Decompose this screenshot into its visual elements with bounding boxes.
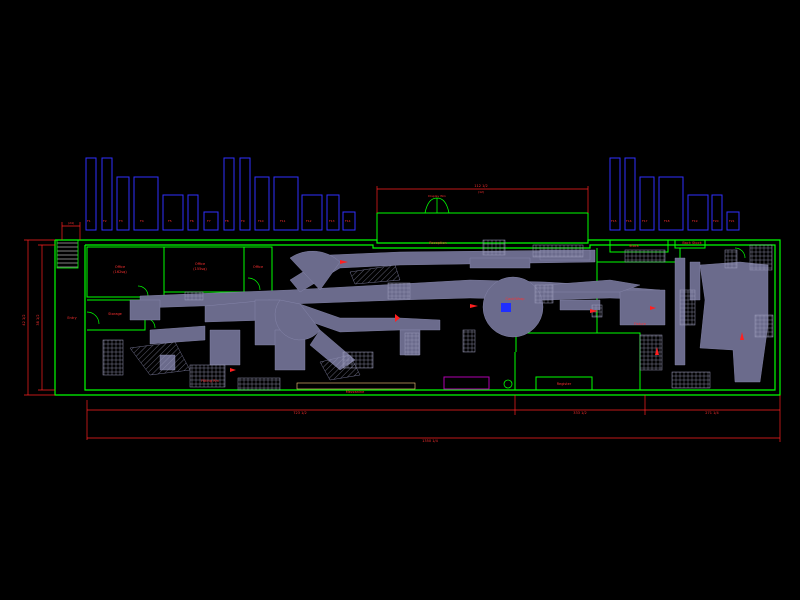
outer-walls — [54, 239, 781, 396]
svg-text:F6: F6 — [190, 219, 194, 223]
top-bay-dimension-sub: (12) — [478, 190, 484, 194]
cash-wrap-label: Cash/Wrap — [506, 297, 526, 301]
stock-label: Stock — [629, 244, 640, 248]
reception-label: Reception — [429, 241, 446, 245]
office-2-area: (155sq) — [193, 267, 207, 271]
segment-middle-dimension: 333 1/2 — [573, 411, 586, 415]
segment-right-dimension: 271 1/4 — [705, 411, 719, 415]
svg-text:F18: F18 — [664, 219, 670, 223]
fixtures — [129, 249, 769, 383]
cash-wrap-counter — [501, 303, 511, 312]
entry-stair — [56, 239, 79, 269]
svg-text:F17: F17 — [642, 219, 648, 223]
svg-text:F9: F9 — [241, 219, 245, 223]
left-height-outer-label: 42 1/2 — [22, 314, 26, 325]
svg-text:F8: F8 — [225, 219, 229, 223]
room-labels: Office (162sq) Office (155sq) Office Sto… — [67, 241, 702, 394]
top-bay: 112 1/2 (12) Display Win — [376, 184, 589, 243]
bottom-dimensions — [86, 395, 781, 442]
svg-text:F13: F13 — [329, 219, 335, 223]
left-height-inner-label: 38 1/2 — [36, 314, 40, 325]
stair-note-label: (24) — [68, 221, 74, 225]
office-3-label: Office — [253, 265, 263, 269]
fixture-note-label: Fixture — [634, 322, 646, 326]
svg-text:F2: F2 — [103, 219, 107, 223]
office-2-label: Office — [195, 262, 205, 266]
display-window-label: Display Win — [428, 194, 446, 198]
svg-text:F15: F15 — [611, 219, 617, 223]
left-dimensions — [24, 222, 81, 396]
svg-text:F4: F4 — [140, 219, 144, 223]
register-label: Register — [557, 382, 572, 386]
fitting-room-label: Fitting Rm — [201, 379, 219, 383]
mezzanine-outline — [443, 376, 490, 390]
svg-text:F12: F12 — [306, 219, 312, 223]
mezzanine-label: Mezzanine — [346, 390, 365, 394]
arrow-markers — [230, 260, 744, 372]
svg-text:F14: F14 — [345, 219, 351, 223]
door-swings — [86, 247, 746, 329]
bench-outline — [296, 382, 416, 390]
svg-text:F3: F3 — [119, 219, 123, 223]
svg-text:F19: F19 — [692, 219, 698, 223]
office-1-label: Office — [115, 265, 125, 269]
overall-width-dimension: 1350 1/4 — [422, 439, 438, 443]
svg-text:F1: F1 — [87, 219, 91, 223]
svg-text:F16: F16 — [626, 219, 632, 223]
storage-label: Storage — [108, 312, 122, 316]
elevation-bars — [85, 157, 740, 231]
elevation-tick-labels: F1 F2 F3 F4 F5 F6 F7 F8 F9 F10 F11 F12 F13 F14 F1… — [87, 219, 735, 223]
office-1-area: (162sq) — [113, 270, 127, 274]
top-bay-dimension: 112 1/2 — [474, 184, 487, 188]
svg-text:F20: F20 — [713, 219, 719, 223]
entry-label: Entry — [67, 316, 76, 320]
svg-text:F5: F5 — [168, 219, 172, 223]
back-stock-label: Back Stock — [682, 241, 702, 245]
column-marker — [503, 379, 513, 389]
svg-text:F7: F7 — [207, 219, 211, 223]
shelving-units — [102, 239, 774, 391]
segment-left-dimension: 723 1/2 — [293, 411, 306, 415]
svg-text:F21: F21 — [729, 219, 735, 223]
svg-text:F11: F11 — [280, 219, 286, 223]
svg-text:F10: F10 — [258, 219, 264, 223]
